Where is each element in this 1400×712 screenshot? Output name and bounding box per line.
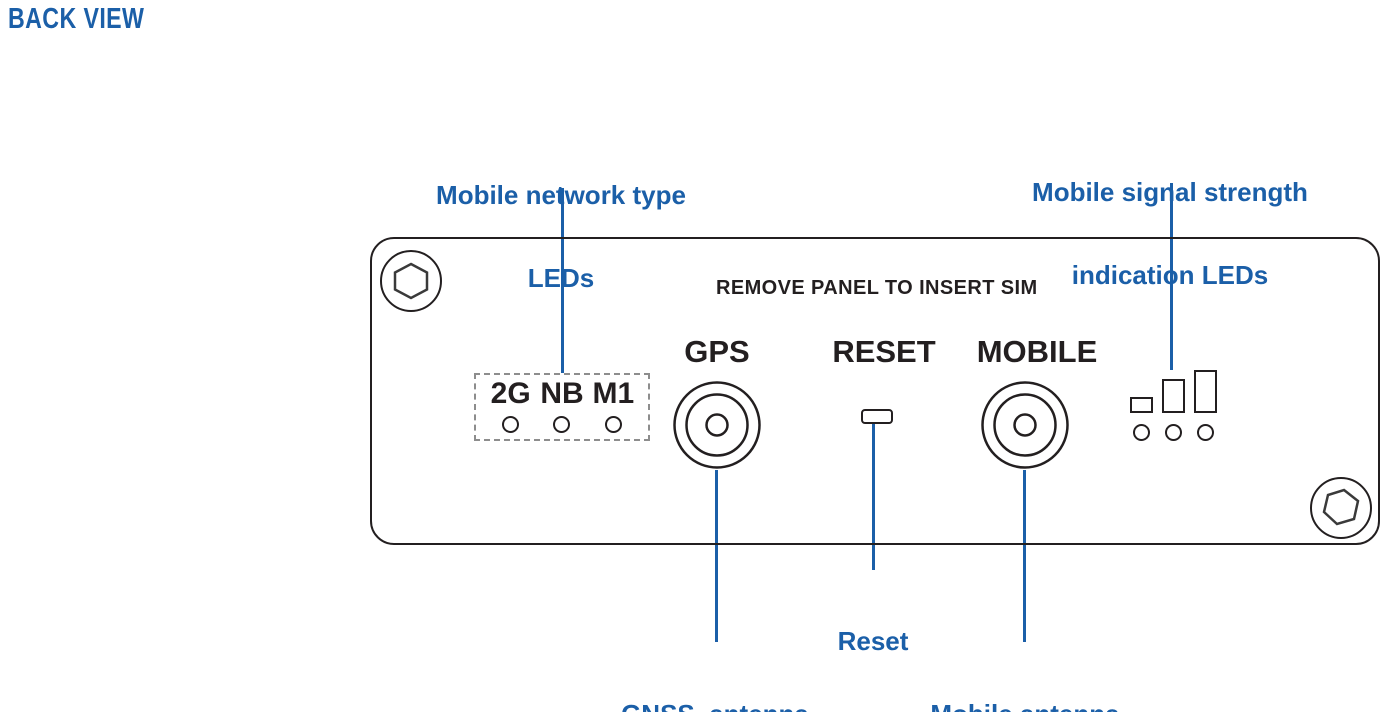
signal-bar-2 xyxy=(1162,379,1185,413)
callout-line-2: button xyxy=(762,710,984,712)
network-leds-label-row: 2G NB M1 xyxy=(485,377,639,411)
gps-port-caption: GPS xyxy=(684,334,750,369)
network-led-label-m1: M1 xyxy=(592,377,635,410)
callout-line-1: Reset xyxy=(837,625,909,656)
callout-reset-button: Reset button xyxy=(762,572,984,712)
callout-mobile-network-type-leds: Mobile network type LEDs xyxy=(386,126,736,349)
network-led-hole-cell xyxy=(485,416,536,433)
callout-line-2: indication LEDs xyxy=(1071,260,1269,291)
reset-button-caption: RESET xyxy=(832,334,936,369)
gps-antenna-connector[interactable] xyxy=(672,380,762,470)
leader-line-reset xyxy=(872,424,875,570)
signal-led-hole-2 xyxy=(1165,424,1182,441)
callout-mobile-antenna-connector: Mobile antenna connector xyxy=(875,645,1175,712)
callout-line-1: Mobile network type xyxy=(436,179,686,210)
leader-line-mobile-antenna xyxy=(1023,470,1026,642)
callout-mobile-signal-strength-leds: Mobile signal strength indication LEDs xyxy=(995,123,1345,346)
callout-line-1: Mobile antenna xyxy=(875,700,1175,712)
signal-bar-1 xyxy=(1130,397,1153,413)
signal-led-hole-1 xyxy=(1133,424,1150,441)
device-back-panel: REMOVE PANEL TO INSERT SIM 2G NB M1 GPS xyxy=(370,237,1380,545)
network-led-label-nb: NB xyxy=(540,377,584,410)
network-led-label-2g: 2G xyxy=(490,377,531,410)
leader-line-gnss xyxy=(715,470,718,642)
signal-bar-3 xyxy=(1194,370,1217,413)
mobile-antenna-connector[interactable] xyxy=(980,380,1070,470)
page-title: BACK VIEW xyxy=(8,3,145,35)
network-led-hole-cell xyxy=(588,416,639,433)
network-leds-group xyxy=(474,373,650,441)
signal-led-hole-3 xyxy=(1197,424,1214,441)
callout-gnss-antenna-connector: GNSS antenna connector xyxy=(565,645,865,712)
network-led-hole-cell xyxy=(536,416,587,433)
callout-line-1: GNSS antenna xyxy=(565,700,865,712)
mobile-port-caption: MOBILE xyxy=(976,334,1098,369)
leader-line-signal-leds xyxy=(1170,183,1173,370)
callout-line-1: Mobile signal strength xyxy=(1032,176,1308,207)
remove-panel-note: REMOVE PANEL TO INSERT SIM xyxy=(716,277,1038,299)
callout-line-2: LEDs xyxy=(527,263,595,294)
network-led-hole-m1 xyxy=(604,416,622,433)
leader-line-network-leds xyxy=(561,188,564,373)
network-leds-hole-row xyxy=(485,416,639,433)
top-left-screw xyxy=(380,250,442,312)
bottom-right-screw xyxy=(1310,477,1372,539)
network-led-hole-nb xyxy=(553,416,571,433)
network-led-hole-2g xyxy=(502,416,520,433)
reset-button[interactable] xyxy=(861,409,893,424)
